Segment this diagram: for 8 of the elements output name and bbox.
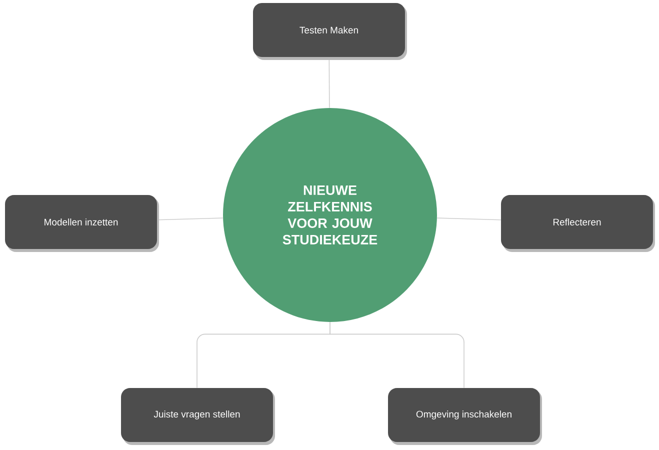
process-box: Testen Maken [253,3,405,57]
connector-line [436,218,502,220]
process-box: Modellen inzetten [5,195,157,249]
process-box: Reflecteren [501,195,653,249]
connector-line [330,322,464,388]
process-box: Juiste vragen stellen [121,388,273,442]
process-box: Omgeving inschakelen [388,388,540,442]
connector-line [156,218,224,220]
